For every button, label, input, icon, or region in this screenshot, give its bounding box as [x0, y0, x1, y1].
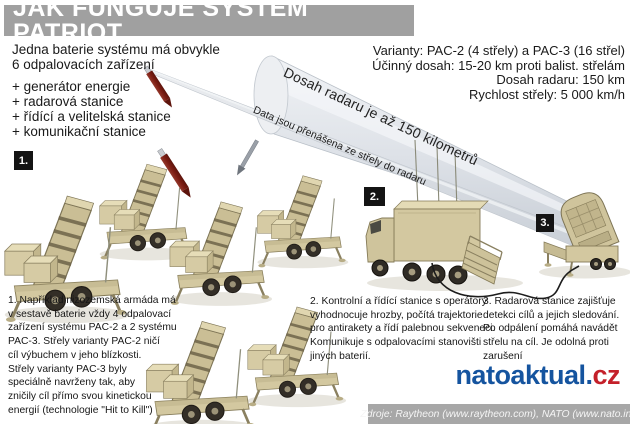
note-radar-station: 3. Radarová stanice zajišťuje detekci cí…	[483, 296, 620, 362]
missile-icon	[157, 148, 191, 198]
patriot-launcher-icon	[168, 200, 274, 308]
page-title: JAK FUNGUJE SYSTÉM PATRIOT	[13, 0, 309, 47]
radar-station-icon	[539, 192, 630, 279]
marker-2: 2.	[364, 187, 385, 206]
note-control-station: 2. Kontrolní a řídící stanice s operátor…	[310, 296, 496, 362]
patriot-launcher-icon	[256, 174, 350, 270]
intro-text: Jedna baterie systému má obvykle 6 odpal…	[12, 42, 220, 72]
system-specs: Varianty: PAC-2 (4 střely) a PAC-3 (16 s…	[325, 43, 625, 103]
logo-name: natoaktual.	[455, 360, 593, 390]
list-item: + řídící a velitelská stanice	[12, 109, 171, 124]
title-bar: JAK FUNGUJE SYSTÉM PATRIOT	[4, 0, 414, 45]
spec-line: Rychlost střely: 5 000 km/h	[468, 87, 625, 103]
spec-line: Varianty: PAC-2 (4 střely) a PAC-3 (16 s…	[372, 43, 625, 58]
cable	[431, 262, 580, 300]
source-text: Zdroje: Raytheon (www.raytheon.com), NAT…	[360, 408, 630, 420]
note-launchers: 1. Například nizozemská armáda má v sest…	[8, 295, 177, 416]
list-item: + radarová stanice	[12, 94, 124, 109]
marker-1: 1.	[14, 151, 33, 170]
battery-components-list: + generátor energie + radarová stanice +…	[12, 79, 171, 139]
natoaktual-logo: natoaktual.cz	[455, 360, 620, 391]
missile-icon	[237, 139, 259, 176]
marker-3: 3.	[536, 214, 554, 232]
spec-line: Účinný dosah: 15-20 km proti balist. stř…	[372, 57, 625, 73]
command-truck-icon	[365, 139, 523, 291]
missile-icon	[143, 65, 172, 108]
spec-line: Dosah radaru: 150 km	[496, 72, 625, 88]
list-item: + generátor energie	[12, 79, 131, 94]
list-item: + komunikační stanice	[12, 124, 146, 139]
source-bar: Zdroje: Raytheon (www.raytheon.com), NAT…	[360, 404, 630, 424]
logo-tld: cz	[592, 360, 620, 390]
